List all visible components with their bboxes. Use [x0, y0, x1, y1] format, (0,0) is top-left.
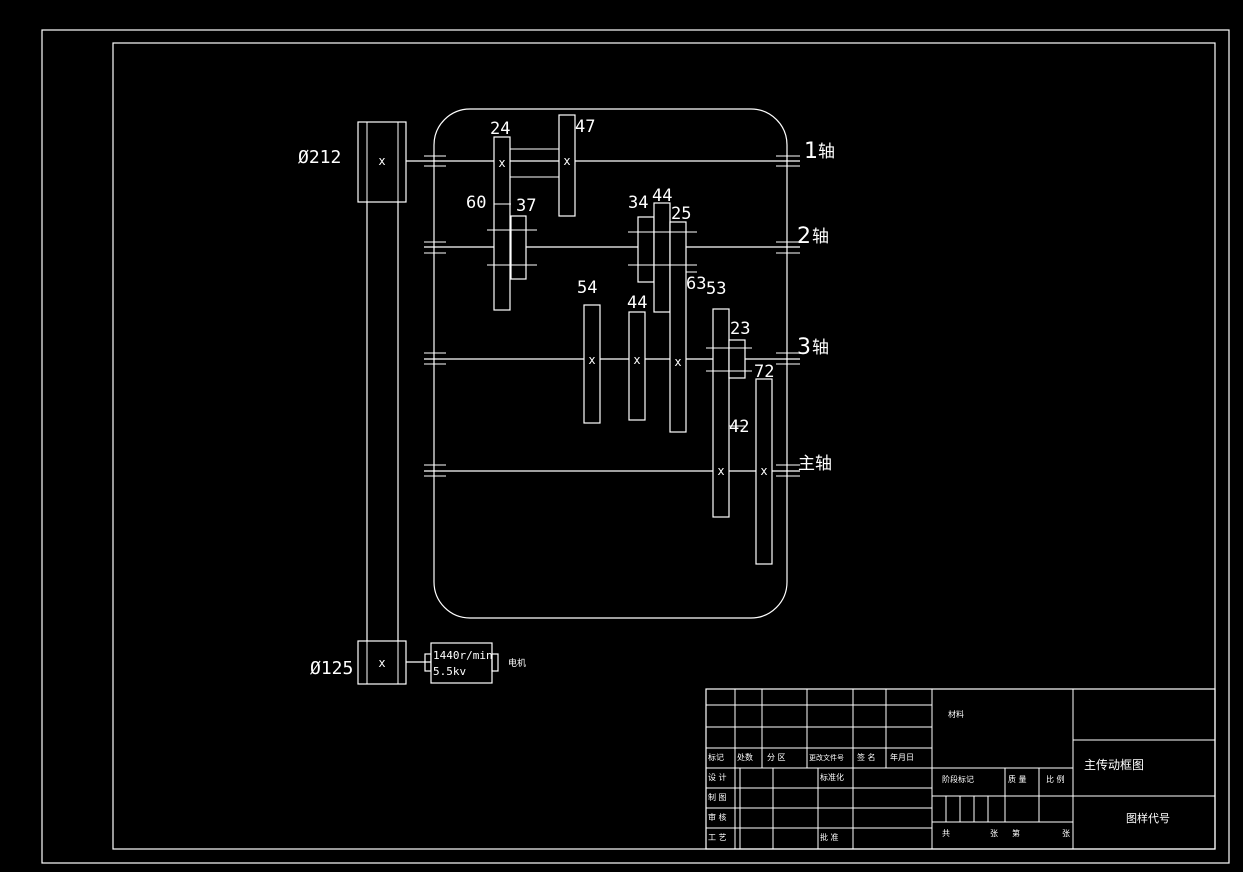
gear-47	[558, 114, 576, 217]
svg-text:张: 张	[1062, 829, 1070, 838]
svg-text:签 名: 签 名	[857, 752, 876, 762]
svg-text:工 艺: 工 艺	[708, 833, 727, 842]
svg-text:轴: 轴	[818, 142, 835, 162]
outer-frame	[41, 29, 1230, 864]
svg-text:审 核: 审 核	[708, 812, 727, 822]
gear-mark: x	[588, 353, 595, 367]
gear-labels: 24 47 60 37 34 44 25 54 44 63 53 23 72 4…	[466, 117, 774, 437]
svg-text:37: 37	[516, 196, 536, 216]
svg-text:x: x	[378, 154, 385, 168]
gear-block-60-37	[487, 203, 537, 280]
svg-text:更改文件号: 更改文件号	[809, 753, 844, 762]
gear-block-53-23	[706, 308, 752, 518]
svg-text:47: 47	[575, 117, 595, 137]
motor-label: 电机	[508, 657, 526, 669]
gear-mark: x	[563, 154, 570, 168]
gear-mark: x	[760, 464, 767, 478]
svg-text:比 例: 比 例	[1046, 774, 1065, 784]
svg-text:3: 3	[797, 335, 811, 360]
gear-mark: x	[633, 353, 640, 367]
svg-text:阶段标记: 阶段标记	[942, 774, 974, 784]
svg-text:2: 2	[797, 224, 811, 249]
svg-text:轴: 轴	[812, 227, 829, 247]
svg-text:60: 60	[466, 193, 486, 213]
svg-text:44: 44	[627, 293, 647, 313]
svg-text:34: 34	[628, 193, 648, 213]
svg-text:44: 44	[652, 186, 672, 206]
svg-text:42: 42	[729, 417, 749, 437]
svg-text:23: 23	[730, 319, 750, 339]
belt-drive: x x	[357, 121, 431, 685]
gear-mark: x	[498, 156, 505, 170]
svg-text:共: 共	[942, 829, 950, 838]
svg-text:25: 25	[671, 204, 691, 224]
svg-text:张: 张	[990, 829, 998, 838]
svg-text:标记: 标记	[708, 752, 724, 762]
svg-text:制 图: 制 图	[708, 792, 727, 802]
motor: 1440r/min 5.5kv 电机	[424, 642, 526, 684]
svg-text:53: 53	[706, 279, 726, 299]
svg-text:24: 24	[490, 119, 510, 139]
svg-text:72: 72	[754, 362, 774, 382]
drawing-name: 主传动框图	[1084, 757, 1144, 772]
svg-text:54: 54	[577, 278, 597, 298]
svg-text:轴: 轴	[812, 338, 829, 358]
gear-44-shaft3	[628, 311, 646, 421]
gear-mark: x	[717, 464, 724, 478]
svg-text:63: 63	[686, 274, 706, 294]
svg-text:x: x	[378, 656, 385, 670]
gear-54	[583, 304, 601, 424]
gear-block-34-44-25	[628, 202, 697, 433]
gear-mark: x	[674, 355, 681, 369]
svg-text:分 区: 分 区	[767, 753, 786, 762]
gear-72	[755, 378, 773, 565]
svg-text:处数: 处数	[737, 752, 753, 762]
pulley-upper-diameter: Ø212	[298, 147, 341, 168]
pulley-lower-diameter: Ø125	[310, 658, 353, 679]
svg-text:设 计: 设 计	[708, 772, 727, 782]
motor-power: 5.5kv	[433, 665, 466, 678]
motor-speed: 1440r/min	[433, 649, 493, 662]
svg-text:批 准: 批 准	[820, 832, 839, 842]
drawing-code: 图样代号	[1126, 811, 1170, 825]
svg-text:第: 第	[1012, 828, 1020, 838]
svg-text:年月日: 年月日	[890, 752, 914, 762]
inner-frame	[112, 42, 1216, 850]
bearing-marks	[424, 155, 800, 477]
svg-text:标准化: 标准化	[820, 772, 844, 782]
svg-text:质 量: 质 量	[1008, 774, 1027, 784]
shaft-labels: 1 轴 2 轴 3 轴 主轴	[797, 139, 835, 474]
svg-text:主轴: 主轴	[798, 454, 832, 474]
svg-text:1: 1	[804, 139, 818, 164]
svg-text:材料: 材料	[948, 709, 964, 719]
title-block: 材料 标记 处数 分 区 更改文件号 签 名 年月日 设 计 标准化 制 图 审…	[705, 688, 1216, 850]
